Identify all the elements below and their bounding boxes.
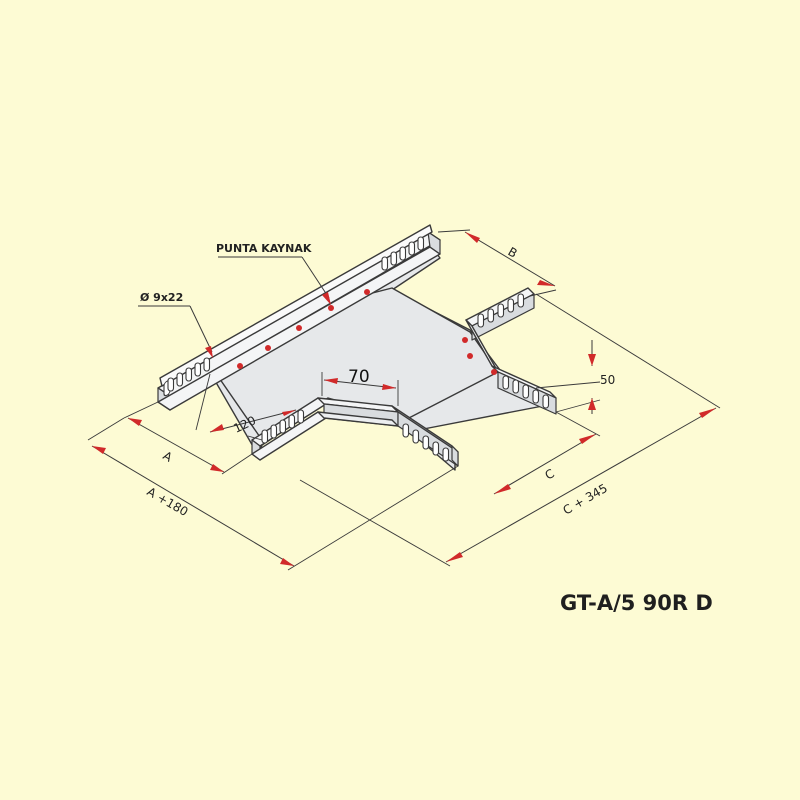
branch-lower-rail [465,319,557,415]
front-left-rail [251,397,327,461]
weld-callout-label: PUNTA KAYNAK [216,242,312,255]
dim-b [437,229,557,297]
hole-callout-label: Ø 9x22 [140,291,183,304]
dim-120 [195,373,297,441]
dim-c345-label: C + 345 [561,481,610,518]
dim-b-label: B [506,244,520,260]
weld-points [237,289,497,375]
dim-a [123,401,253,475]
back-rail-slot-row-left [167,357,211,392]
branch-upper-rail [465,287,535,341]
front-right-rail [391,405,459,467]
back-rail-slot-row-right [381,236,425,271]
dim-c-label: C [543,466,557,482]
dim-50 [535,340,601,414]
hole-callout [138,305,213,358]
dim-c [493,411,601,495]
dim-70 [321,372,399,406]
dim-a-label: A [161,448,176,465]
weld-callout [218,256,331,305]
dim-c345 [299,293,721,567]
dim-a180 [87,417,459,571]
dim-50-label: 50 [600,373,615,387]
product-code: GT-A/5 90R D [560,591,713,615]
dim-70-label: 70 [348,367,370,387]
dim-a180-label: A +180 [145,484,191,519]
